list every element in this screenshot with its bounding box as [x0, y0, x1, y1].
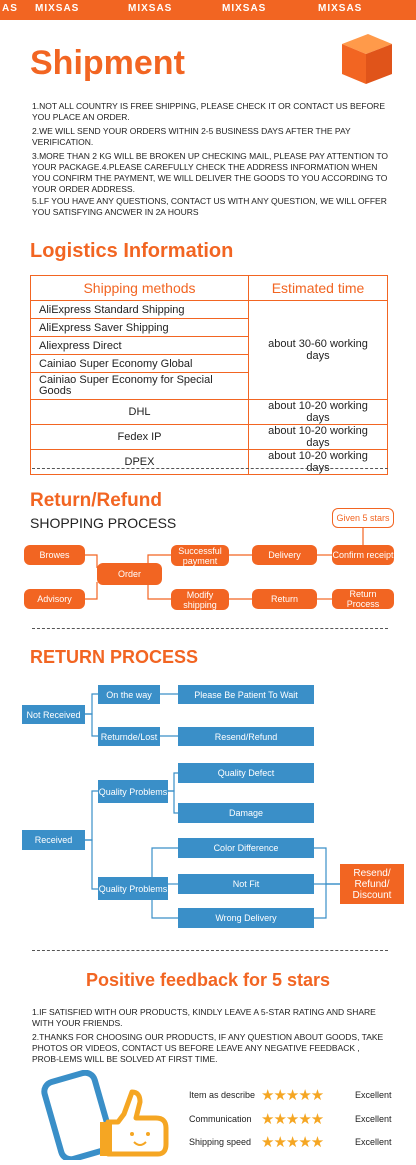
- brand-bar: AS MIXSAS MIXSAS MIXSAS MIXSAS: [0, 0, 416, 20]
- quality-defect-node: Quality Defect: [178, 763, 314, 783]
- phone-thumbs-up-icon: [41, 1070, 169, 1160]
- refund-title: Return/Refund: [30, 490, 162, 511]
- not-received-node: Not Received: [22, 705, 85, 724]
- rating-stars: ★★★★★: [261, 1087, 324, 1104]
- shipment-note: 2.WE WILL SEND YOUR ORDERS WITHIN 2-5 BU…: [32, 126, 351, 147]
- divider: [32, 950, 388, 951]
- feedback-note: 1.IF SATISFIED WITH OUR PRODUCTS, KINDLY…: [32, 1007, 376, 1028]
- rating-value: Excellent: [355, 1090, 392, 1100]
- return-flow-lines: [85, 693, 340, 919]
- not-fit-node: Not Fit: [178, 874, 314, 894]
- refund-subtitle: SHOPPING PROCESS: [30, 515, 177, 531]
- on-the-way-node: On the way: [98, 685, 160, 704]
- divider: [32, 628, 388, 629]
- advisory-node: Advisory: [24, 589, 85, 609]
- received-node: Received: [22, 830, 85, 850]
- method-cell: DPEX: [29, 449, 250, 475]
- rating-value: Excellent: [355, 1114, 392, 1124]
- divider: [32, 468, 388, 469]
- delivery-node: Delivery: [252, 545, 317, 565]
- confirm-receipt-node: Confirm receipt: [332, 545, 394, 565]
- brand-mark: MIXSAS: [35, 3, 80, 14]
- shipment-note: 3.MORE THAN 2 KG WILL BE BROKEN UP CHECK…: [32, 151, 388, 194]
- brand-mark: AS: [2, 3, 18, 14]
- return-process-node: Return Process: [332, 589, 394, 609]
- logistics-table: Shipping methods Estimated time AliExpre…: [29, 275, 388, 475]
- quality-problems-node: Quality Problems: [98, 780, 168, 803]
- quality-problems-node: Quality Problems: [98, 877, 168, 900]
- successful-payment-node: Successful payment: [171, 545, 229, 566]
- return-process-title: RETURN PROCESS: [30, 647, 199, 667]
- method-cell: Aliexpress Direct: [29, 336, 250, 355]
- returnde-lost-node: Returnde/Lost: [98, 727, 160, 746]
- given-stars-node: Given 5 stars: [332, 508, 394, 528]
- rating-stars: ★★★★★: [261, 1134, 324, 1151]
- shipment-note: 1.NOT ALL COUNTRY IS FREE SHIPPING, PLEA…: [32, 101, 385, 122]
- patient-node: Please Be Patient To Wait: [178, 685, 314, 704]
- damage-node: Damage: [178, 803, 314, 823]
- wrong-delivery-node: Wrong Delivery: [178, 908, 314, 928]
- modify-shipping-node: Modify shipping: [171, 589, 229, 610]
- time-cell: about 10-20 working days: [248, 449, 388, 475]
- shipment-note: 5.LF YOU HAVE ANY QUESTIONS, CONTACT US …: [32, 196, 387, 217]
- feedback-note: 2.THANKS FOR CHOOSING OUR PRODUCTS, IF A…: [32, 1032, 384, 1064]
- method-cell: Cainiao Super Economy for Special Goods: [29, 372, 250, 400]
- return-node: Return: [252, 589, 317, 609]
- rating-value: Excellent: [355, 1137, 392, 1147]
- feedback-title: Positive feedback for 5 stars: [85, 970, 331, 990]
- order-node: Order: [97, 563, 162, 585]
- resend-refund-discount-node: Resend/ Refund/ Discount: [340, 864, 404, 904]
- time-cell: about 10-20 working days: [248, 399, 388, 425]
- method-cell: Cainiao Super Economy Global: [29, 354, 250, 373]
- rating-label: Item as describe: [189, 1090, 256, 1100]
- rating-label: Communication: [189, 1114, 252, 1124]
- browes-node: Browes: [24, 545, 85, 565]
- color-difference-node: Color Difference: [178, 838, 314, 858]
- brand-mark: MIXSAS: [128, 3, 173, 14]
- resend-refund-node: Resend/Refund: [178, 727, 314, 746]
- time-cell: about 30-60 working days: [248, 300, 388, 400]
- shipment-title: Shipment: [30, 44, 185, 82]
- method-cell: Fedex IP: [29, 424, 250, 450]
- brand-mark: MIXSAS: [222, 3, 267, 14]
- rating-label: Shipping speed: [189, 1137, 252, 1147]
- logistics-title: Logistics Information: [30, 240, 234, 262]
- package-box-icon: [342, 34, 392, 84]
- rating-stars: ★★★★★: [261, 1111, 324, 1128]
- header-time: Estimated time: [248, 275, 388, 301]
- time-cell: about 10-20 working days: [248, 424, 388, 450]
- brand-mark: MIXSAS: [318, 3, 363, 14]
